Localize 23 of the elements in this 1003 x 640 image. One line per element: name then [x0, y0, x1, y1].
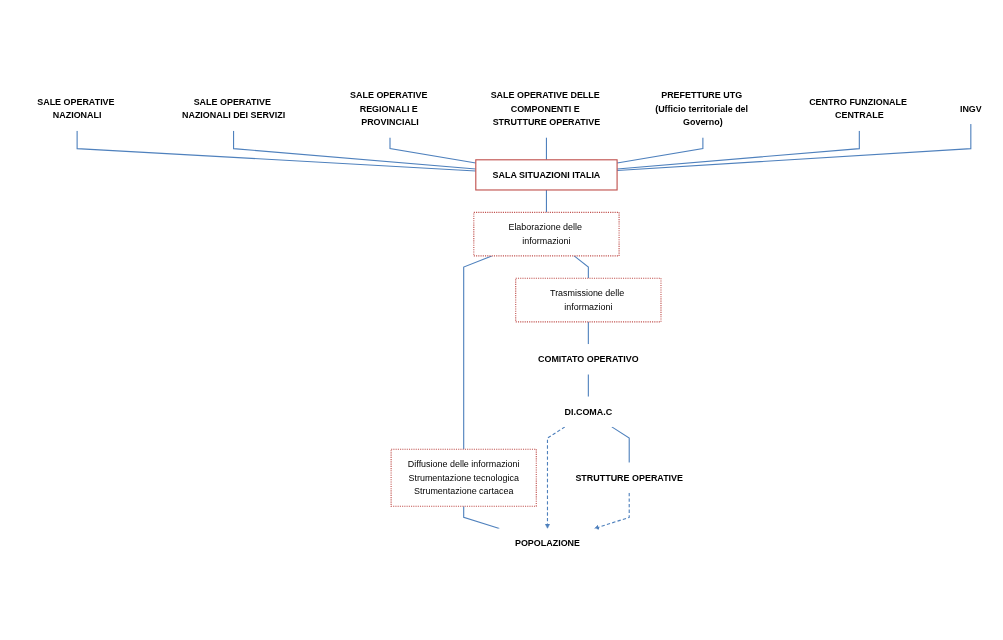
node-text: STRUTTURE OPERATIVE: [575, 473, 684, 483]
node-text: INGV: [959, 104, 982, 114]
node-text: PREFETTURE UTG (Ufficio territoriale del Governo): [655, 90, 749, 128]
node-box: Trasmissione delle informazioni: [515, 278, 662, 323]
node-text: SALE OPERATIVE NAZIONALI DEI SERVIZI: [181, 97, 286, 121]
connector: [545, 137, 547, 161]
connector: [573, 255, 589, 280]
node-text: DI.COMA.C: [564, 407, 613, 417]
arrow: [545, 426, 566, 530]
node-text: SALE OPERATIVE DELLE COMPONENTI E STRUTTURE OPERATIVE: [490, 90, 601, 128]
connector: [545, 189, 547, 214]
node-text: POPOLAZIONE: [514, 539, 581, 549]
node-box: SALA SITUAZIONI ITALIA: [475, 159, 618, 191]
node-text: SALE OPERATIVE NAZIONALI: [37, 97, 115, 121]
node-text: SALE OPERATIVE REGIONALI E PROVINCIALI: [350, 90, 428, 128]
connector: [587, 321, 589, 346]
connector: [463, 506, 500, 530]
connector: [587, 374, 589, 398]
node-text: CENTRO FUNZIONALE CENTRALE: [809, 97, 907, 121]
node-box: Elaborazione delle informazioni: [473, 212, 620, 257]
node-box: Diffusione delle informazioni Strumentazione tecnologica Strumentazione cartacea: [390, 449, 537, 508]
node-text: COMITATO OPERATIVO: [538, 354, 639, 365]
arrow: [594, 492, 630, 530]
